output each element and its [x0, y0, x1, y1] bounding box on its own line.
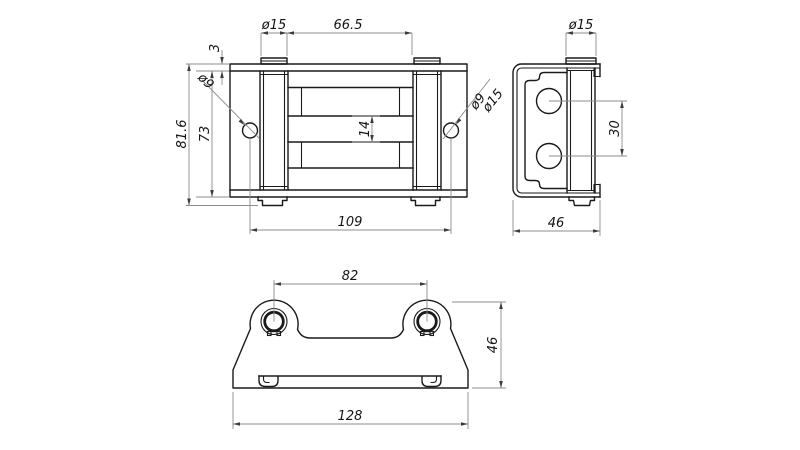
- dim-label: 3: [208, 44, 223, 52]
- arrow-head: [513, 229, 520, 233]
- arrow-head: [187, 64, 191, 71]
- dim-label: ø15: [479, 87, 507, 116]
- dim-label: 109: [338, 215, 363, 230]
- arrow-head: [220, 71, 224, 78]
- arrow-head: [187, 198, 191, 206]
- arrow-head: [233, 422, 240, 426]
- arrow-head: [280, 31, 287, 35]
- dim-label: 66.5: [334, 18, 363, 33]
- top-right-slot: [421, 375, 442, 388]
- dim-side-depth: 46: [512, 200, 601, 236]
- side-view: [512, 57, 601, 207]
- top-left-slot-inner: [262, 376, 270, 384]
- arrow-head: [370, 116, 374, 123]
- top-left-slot: [258, 375, 279, 388]
- arrow-head: [210, 71, 214, 78]
- leader-front-right-hole: ø9 ø15: [442, 78, 507, 140]
- front-left-hole: [241, 122, 259, 139]
- side-vertical-roller: [566, 67, 596, 194]
- leader-line: [201, 79, 260, 139]
- arrow-head: [405, 31, 412, 35]
- dim-label: ø9: [194, 70, 217, 93]
- arrow-head: [566, 31, 573, 35]
- dim-label: ø15: [568, 18, 594, 33]
- dim-side-roller-dia: ø15: [565, 18, 597, 56]
- dim-front-center-gap: 14: [352, 115, 380, 143]
- dim-label: 46: [486, 337, 501, 354]
- arrow-head: [210, 190, 214, 197]
- top-right-slot-inner: [430, 376, 438, 384]
- dim-top-depth: 46: [452, 301, 506, 389]
- dim-label: 128: [338, 409, 363, 424]
- dim-front-hole-spacing: 109: [249, 138, 452, 234]
- top-outline: [232, 299, 469, 389]
- dim-top-overall-width: 128: [232, 392, 469, 429]
- leader-line: [442, 78, 491, 140]
- arrow-head: [593, 229, 600, 233]
- dim-label: 46: [548, 216, 565, 231]
- front-left-foot: [257, 196, 288, 207]
- arrow-head: [499, 302, 503, 309]
- dim-front-total-height: 81.6: [175, 64, 258, 206]
- side-cavity-outline: [524, 71, 568, 190]
- dim-label: 30: [608, 120, 623, 137]
- dim-side-roller-pitch: 30: [549, 100, 627, 157]
- dim-label: 81.6: [175, 120, 190, 149]
- arrow-head: [420, 282, 427, 286]
- arrow-head: [444, 228, 451, 232]
- front-body-outline: [229, 63, 468, 198]
- front-view: [229, 57, 468, 207]
- arrow-head: [274, 282, 281, 286]
- arrow-head: [370, 135, 374, 142]
- dim-label: 14: [358, 121, 373, 138]
- arrow-head: [238, 118, 245, 126]
- dim-label: 73: [198, 126, 213, 143]
- dim-label: 82: [342, 269, 359, 284]
- front-right-vertical-roller: [412, 70, 442, 191]
- arrow-head: [220, 57, 224, 64]
- dimension-lines: ø15 66.5 3 81.6 73: [175, 18, 627, 429]
- front-left-vertical-roller: [259, 70, 289, 191]
- arrow-head: [455, 118, 462, 125]
- arrow-head: [461, 422, 468, 426]
- arrow-head: [261, 31, 268, 35]
- side-foot: [568, 196, 596, 207]
- arrow-head: [499, 381, 503, 388]
- side-outer-outline: [512, 63, 601, 198]
- dim-label: ø15: [261, 18, 287, 33]
- arrow-head: [250, 228, 257, 232]
- front-right-foot: [410, 196, 441, 207]
- arrow-head: [620, 101, 624, 108]
- dim-front-plate-thickness: 3: [186, 44, 229, 85]
- top-view: [232, 299, 469, 389]
- dim-top-boss-spacing: 82: [273, 269, 428, 322]
- arrow-head: [589, 31, 596, 35]
- front-horizontal-rollers: [287, 86, 414, 169]
- side-plate-inner-line: [516, 67, 600, 194]
- arrow-head: [287, 31, 294, 35]
- arrow-head: [620, 149, 624, 156]
- dim-front-roller-dia-and-opening: ø15 66.5: [260, 18, 413, 56]
- dim-front-inner-height: 73: [196, 71, 229, 198]
